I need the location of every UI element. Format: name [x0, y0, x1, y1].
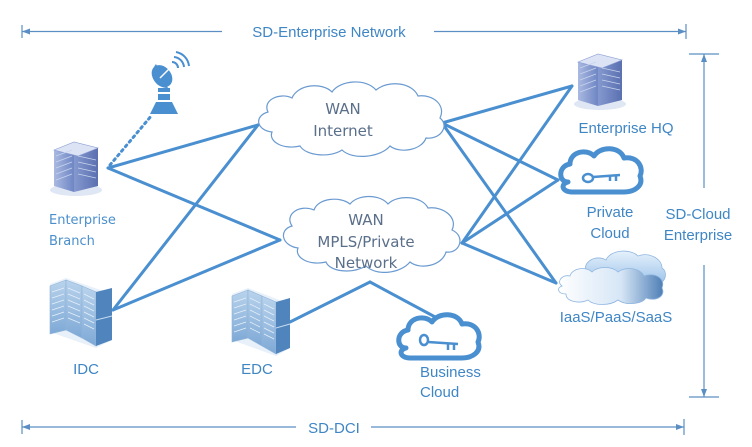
satellite-dish-icon	[150, 51, 190, 114]
branch-building-icon	[50, 141, 102, 196]
idc-server-icon	[49, 278, 113, 348]
links	[106, 84, 574, 324]
sd-cloud-label: SD-Cloud	[665, 206, 730, 223]
link-branch-mpls	[106, 166, 282, 242]
link-mpls-private-cloud	[460, 178, 560, 245]
private-cloud-label-line2: Cloud	[590, 225, 629, 242]
wan-mpls-cloud: WAN MPLS/Private Network	[282, 195, 461, 273]
public-cloud-label: IaaS/PaaS/SaaS	[560, 309, 673, 326]
link-branch-internet	[106, 123, 260, 170]
business-cloud-label-line1: Business	[420, 364, 481, 381]
edc-label: EDC	[241, 361, 273, 378]
link-internet-private-cloud	[440, 121, 560, 182]
branch-label-line2: Branch	[49, 234, 95, 249]
branch-label-line1: Enterprise	[49, 213, 116, 228]
link-mpls-hq	[460, 84, 574, 245]
link-idc-mpls	[111, 238, 282, 312]
hq-building-icon	[574, 53, 626, 110]
internet-cloud-line1: WAN	[325, 100, 361, 118]
internet-cloud-line2: Internet	[313, 122, 373, 140]
sd-cloud-enterprise-label: Enterprise	[664, 227, 732, 244]
dimension-right: SD-Cloud Enterprise	[664, 53, 732, 398]
dimension-bottom: SD-DCI	[21, 419, 685, 437]
idc-label: IDC	[73, 361, 99, 378]
cloud-outline	[258, 81, 445, 157]
wan-internet-cloud: WAN Internet	[258, 81, 445, 157]
cloud-outline	[282, 195, 461, 273]
dimension-top: SD-Enterprise Network	[21, 24, 687, 41]
link-idc-internet	[111, 123, 260, 312]
sd-enterprise-network-label: SD-Enterprise Network	[252, 24, 406, 41]
link-mpls-public-cloud	[460, 241, 558, 285]
mpls-cloud-line1: WAN	[348, 211, 384, 229]
link-branch-satellite	[108, 113, 154, 167]
private-cloud-label-line1: Private	[587, 204, 634, 221]
link-internet-public-cloud	[440, 121, 558, 285]
mpls-cloud-line3: Network	[335, 254, 398, 272]
business-cloud-key-icon	[396, 312, 482, 361]
public-cloud-icon	[558, 250, 666, 305]
link-mpls-business-cloud	[368, 280, 439, 320]
link-mpls-edc	[288, 280, 372, 324]
mpls-cloud-line2: MPLS/Private	[317, 233, 414, 251]
edc-server-icon	[231, 288, 291, 356]
hq-label: Enterprise HQ	[578, 120, 673, 137]
business-cloud-label-line2: Cloud	[420, 384, 459, 401]
private-cloud-key-icon	[558, 146, 644, 195]
link-internet-hq	[440, 84, 574, 125]
sd-dci-label: SD-DCI	[308, 420, 360, 437]
